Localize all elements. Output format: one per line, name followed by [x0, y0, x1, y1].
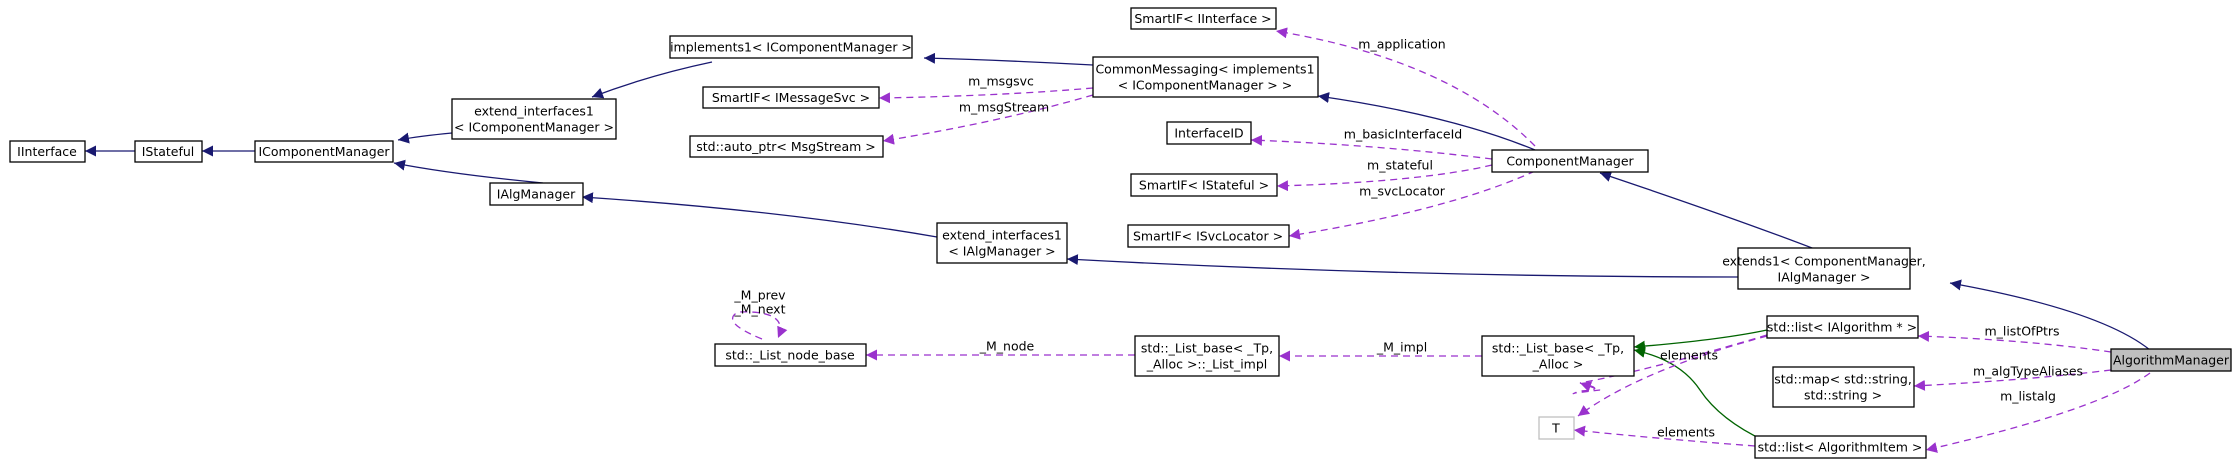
node-implements1[interactable]: implements1< IComponentManager > — [669, 35, 913, 59]
node-label-line2: < IAlgManager > — [948, 244, 1055, 259]
node-label-line2: std::string > — [1804, 388, 1882, 403]
node-commonmessaging[interactable]: CommonMessaging< implements1 < IComponen… — [1092, 56, 1319, 98]
node-label: IInterface — [17, 144, 77, 159]
node-smartif-istateful[interactable]: SmartIF< IStateful > — [1130, 173, 1278, 197]
edge-m-msgsvc — [878, 87, 1094, 104]
node-smartif-imessagesvc[interactable]: SmartIF< IMessageSvc > — [702, 86, 880, 109]
node-extend-interfaces-icm[interactable]: extend_interfaces1 < IComponentManager > — [451, 98, 617, 140]
edge-m-msgstream — [882, 94, 1094, 145]
edge-listalgitem-listbase — [1633, 346, 1766, 442]
node-auto-ptr-msgstream[interactable]: std::auto_ptr< MsgStream > — [689, 135, 884, 158]
edge-m-application — [1275, 27, 1536, 147]
label-elements-2: elements — [1657, 425, 1715, 440]
edge-ialgmanager-icm — [393, 159, 544, 184]
label-m-msgstream: m_msgStream — [959, 100, 1049, 115]
label-m-application: m_application — [1358, 37, 1445, 52]
edge-componentmanager-commonmessaging — [1317, 92, 1536, 151]
node-label: SmartIF< ISvcLocator > — [1133, 229, 1283, 244]
edge-m-stateful — [1276, 164, 1493, 192]
node-list-ialgorithm[interactable]: std::list< IAlgorithm * > — [1766, 315, 1919, 339]
node-label-line1: CommonMessaging< implements1 — [1095, 62, 1314, 77]
label-m-node: _M_node — [979, 339, 1035, 354]
node-list-base[interactable]: std::_List_base< _Tp, _Alloc > — [1481, 335, 1635, 377]
node-label-line1: extend_interfaces1 — [942, 228, 1062, 243]
node-label-line1: extend_interfaces1 — [474, 104, 594, 119]
node-label: IAlgManager — [497, 187, 576, 202]
edge-elements-1b — [1577, 335, 1768, 417]
node-list-impl[interactable]: std::_List_base< _Tp, _Alloc >::_List_im… — [1134, 335, 1280, 377]
edge-m-listalg — [1925, 372, 2151, 453]
label-self-loop-next: _M_next — [734, 302, 786, 317]
node-label: ComponentManager — [1506, 154, 1634, 169]
node-label: SmartIF< IStateful > — [1139, 178, 1269, 193]
node-label: std::_List_node_base — [725, 348, 855, 363]
node-label-line1: std::_List_base< _Tp, — [1141, 341, 1273, 356]
node-label: std::list< AlgorithmItem > — [1758, 440, 1923, 455]
node-label-line2: < IComponentManager > > — [1118, 78, 1292, 93]
label-m-svclocator: m_svcLocator — [1359, 184, 1446, 199]
node-label: AlgorithmManager — [2113, 353, 2230, 368]
edge-commonmessaging-implements1 — [923, 52, 1094, 66]
node-label-line2: IAlgManager > — [1778, 270, 1871, 285]
label-m-listalg: m_listalg — [2000, 389, 2056, 404]
node-algorithmmanager[interactable]: AlgorithmManager — [2110, 348, 2232, 372]
node-map-string[interactable]: std::map< std::string, std::string > — [1772, 366, 1915, 408]
node-label: T — [1551, 421, 1560, 436]
node-label: std::auto_ptr< MsgStream > — [696, 139, 875, 154]
node-icomponentmanager[interactable]: IComponentManager — [254, 140, 394, 163]
node-ialgmanager[interactable]: IAlgManager — [489, 182, 584, 206]
node-label-line1: std::map< std::string, — [1774, 372, 1912, 387]
node-label: std::list< IAlgorithm * > — [1767, 320, 1917, 335]
edge-listialg-listbase — [1633, 329, 1768, 352]
node-istateful[interactable]: IStateful — [134, 140, 203, 163]
edge-elements-2 — [1573, 425, 1756, 447]
edge-m-listofptrs — [1917, 330, 2112, 353]
node-componentmanager[interactable]: ComponentManager — [1491, 149, 1649, 173]
edge-extendiam-ialgmanager — [581, 192, 938, 238]
label-m-impl: _M_impl — [1376, 340, 1427, 355]
node-label: implements1< IComponentManager > — [670, 40, 912, 55]
node-label-line1: extends1< ComponentManager, — [1722, 254, 1926, 269]
edge-algmanager-extends1 — [1949, 279, 2151, 351]
label-m-listofptrs: m_listOfPtrs — [1984, 324, 2059, 339]
label-m-basicinterfaceid: m_basicInterfaceId — [1344, 127, 1462, 142]
node-label-line2: < IComponentManager > — [454, 120, 614, 135]
label-m-stateful: m_stateful — [1367, 158, 1433, 173]
label-m-msgsvc: m_msgsvc — [968, 74, 1034, 89]
edge-m-basicinterfaceid — [1250, 134, 1493, 160]
node-label-line2: _Alloc > — [1532, 357, 1584, 372]
node-t-param[interactable]: T — [1538, 416, 1575, 440]
node-iinterface[interactable]: IInterface — [9, 140, 86, 163]
node-interfaceid[interactable]: InterfaceID — [1166, 121, 1252, 145]
label-elements-1: elements — [1660, 348, 1718, 363]
node-label: IComponentManager — [258, 144, 390, 159]
label-m-algtypealiases: m_algTypeAliases — [1973, 364, 2083, 379]
node-smartif-isvclocator[interactable]: SmartIF< ISvcLocator > — [1127, 224, 1290, 248]
edge-m-algtypealiases — [1913, 369, 2112, 391]
node-label: IStateful — [142, 144, 195, 159]
node-extend-interfaces-iam[interactable]: extend_interfaces1 < IAlgManager > — [936, 222, 1068, 264]
node-list-algorithmitem[interactable]: std::list< AlgorithmItem > — [1754, 435, 1927, 459]
node-list-node-base[interactable]: std::_List_node_base — [714, 343, 867, 367]
node-extends1[interactable]: extends1< ComponentManager, IAlgManager … — [1722, 247, 1926, 290]
edge-extendicm-icm — [397, 132, 453, 144]
node-label: SmartIF< IInterface > — [1134, 11, 1271, 26]
node-label: InterfaceID — [1174, 126, 1243, 141]
edge-extends1-extendiam — [1066, 254, 1739, 278]
node-label-line2: _Alloc >::_List_impl — [1146, 357, 1268, 372]
node-label: SmartIF< IMessageSvc > — [712, 90, 870, 105]
edge-m-svclocator — [1288, 170, 1536, 240]
node-smartif-iinterface[interactable]: SmartIF< IInterface > — [1130, 7, 1277, 30]
edge-extends1-componentmanager — [1599, 171, 1826, 254]
node-label-line1: std::_List_base< _Tp, — [1492, 341, 1624, 356]
edge-elements-1 — [1572, 334, 1768, 395]
edge-implements1-extendicm — [591, 61, 713, 99]
label-self-loop-prev: _M_prev — [733, 288, 786, 303]
